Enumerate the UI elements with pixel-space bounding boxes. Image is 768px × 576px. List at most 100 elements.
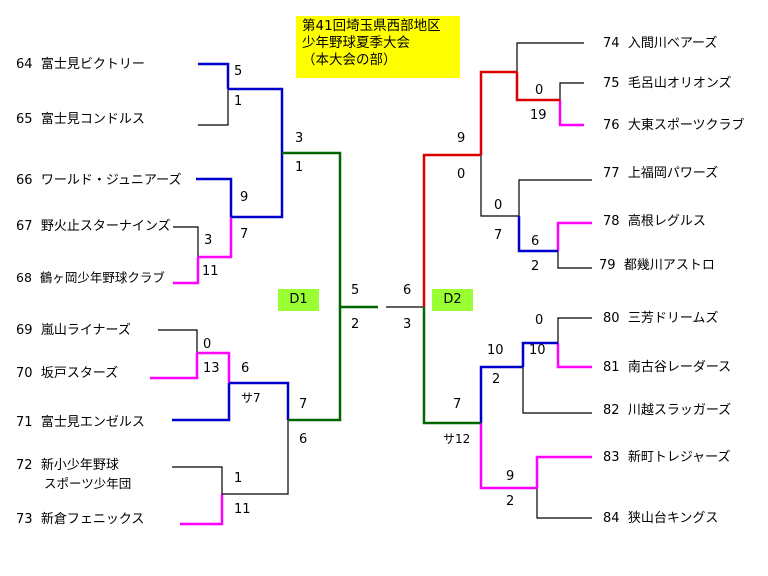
team-name: 富士見コンドルス: [40, 112, 145, 127]
score: 5: [234, 64, 243, 79]
score: 11: [234, 502, 251, 517]
team-number: 65: [16, 112, 33, 127]
team-name: 富士見ビクトリー: [40, 57, 145, 72]
title-line-2: 少年野球夏季大会: [302, 35, 410, 51]
team-entry: 71 富士見エンゼルス: [16, 415, 145, 430]
score: 13: [203, 361, 220, 376]
score: 0: [535, 83, 544, 98]
team-name: 新町トレジャーズ: [627, 450, 731, 465]
team-entry: 84 狭山台キングス: [603, 511, 718, 526]
team-name: 嵐山ライナーズ: [40, 323, 131, 338]
line-66-win: [231, 153, 284, 219]
score: 3: [204, 233, 213, 248]
team-number: 80: [603, 311, 620, 326]
score: 7: [299, 397, 308, 412]
team-name: 高根レグルス: [627, 214, 706, 229]
team-entry: 64 富士見ビクトリー: [16, 57, 145, 72]
line-78: [556, 221, 592, 251]
score: 2: [506, 494, 515, 509]
line-74-76-win: [479, 70, 517, 155]
score: 7: [453, 397, 462, 412]
line-72: [172, 466, 223, 494]
team-entry: 68 鶴ヶ岡少年野球クラブ: [16, 270, 165, 285]
score: 0: [494, 198, 503, 213]
score: 3: [403, 317, 412, 332]
team-number: 69: [16, 323, 33, 338]
score: 1: [295, 160, 304, 175]
score: 6: [531, 234, 540, 249]
team-name: 入間川ベアーズ: [627, 36, 718, 51]
line-67-68-win: [198, 217, 233, 259]
score: 19: [530, 108, 547, 123]
team-entry: 70 坂戸スターズ: [16, 366, 118, 381]
score: 10: [529, 343, 546, 358]
line-75: [559, 82, 584, 100]
line-83: [535, 455, 592, 488]
team-name: 坂戸スターズ: [40, 366, 119, 381]
line-67: [173, 226, 199, 257]
team-number: 68: [16, 270, 32, 285]
team-name: 毛呂山オリオンズ: [627, 76, 732, 91]
score: 3: [295, 131, 304, 146]
score: 0: [203, 337, 212, 352]
team-name: 鶴ヶ岡少年野球クラブ: [39, 270, 165, 285]
title-line-3: （本大会の部）: [302, 52, 397, 68]
team-entry: 78 高根レグルス: [603, 214, 706, 229]
line-73: [180, 494, 224, 526]
line-82: [522, 367, 592, 414]
team-name: 富士見エンゼルス: [40, 415, 145, 430]
team-name: 上福岡パワーズ: [627, 166, 719, 181]
division-badge-d2: D2: [432, 289, 473, 311]
team-number: 82: [603, 403, 620, 418]
score: 0: [535, 313, 544, 328]
line-71: [172, 383, 231, 422]
team-number: 77: [603, 166, 620, 181]
team-number: 67: [16, 219, 33, 234]
line-75-76-win: [515, 72, 560, 102]
team-name: 三芳ドリームズ: [627, 311, 719, 326]
line-70-71-win: [229, 381, 290, 420]
team-entry: 74 入間川ベアーズ: [603, 36, 717, 51]
team-number: 72: [16, 458, 33, 473]
score: 9: [240, 190, 249, 205]
score: 10: [487, 343, 504, 358]
team-entry: 82 川越スラッガーズ: [603, 403, 731, 418]
team-entry: 83 新町トレジャーズ: [603, 450, 731, 465]
score: 9: [506, 469, 515, 484]
line-79: [557, 251, 592, 269]
title-line-1: 第41回埼玉県西部地区: [302, 18, 441, 34]
team-entry: 76 大東スポーツクラブ: [603, 118, 745, 133]
team-entry: 72 新小少年野球: [16, 458, 119, 473]
score: 6: [299, 432, 308, 447]
score: 2: [351, 317, 360, 332]
team-number: 70: [16, 366, 33, 381]
team-name: 南古谷レーダース: [627, 360, 732, 375]
team-entry: 81 南古谷レーダース: [603, 360, 731, 375]
line-81: [556, 343, 592, 369]
team-entry: 80 三芳ドリームズ: [603, 311, 718, 326]
score: サ12: [443, 432, 471, 446]
team-number: 78: [603, 214, 620, 229]
team-number: 66: [16, 173, 33, 188]
score: 2: [492, 372, 501, 387]
team-number: 76: [603, 118, 620, 133]
score: 6: [403, 283, 412, 298]
team-name: 狭山台キングス: [627, 511, 719, 526]
team-entry: 79 都幾川アストロ: [599, 258, 715, 273]
team-name: 新倉フェニックス: [40, 512, 145, 527]
team-number: 64: [16, 57, 33, 72]
score: 1: [234, 94, 243, 109]
team-name: 新小少年野球: [40, 458, 119, 473]
team-name-line2: スポーツ少年団: [44, 476, 132, 491]
team-number: 81: [603, 360, 620, 375]
line-80-81-win: [521, 341, 558, 367]
line-80: [557, 317, 592, 343]
line-top-left-win: [282, 151, 342, 307]
score: 9: [457, 131, 466, 146]
line-65: [198, 89, 229, 126]
team-entry: 77 上福岡パワーズ: [603, 166, 718, 181]
team-entry: 69 嵐山ライナーズ: [16, 323, 131, 338]
line-66: [196, 177, 233, 217]
line-77: [518, 179, 592, 216]
team-entry: 67 野火止スターナインズ: [16, 219, 171, 234]
